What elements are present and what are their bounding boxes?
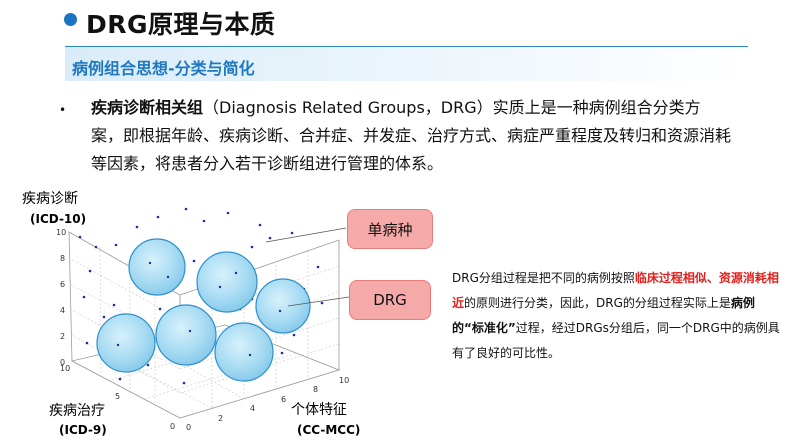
note-highlight: 临床过程相似、资源消耗相近 [452,271,779,310]
data-point [182,381,186,385]
data-point [148,261,152,265]
subtitle-bar [65,47,748,81]
bullet-paragraph: 疾病诊断相关组（Diagnosis Related Groups，DRG）实质上… [91,94,731,178]
data-point [88,269,92,273]
data-point [85,341,89,345]
y-ticks: 0 5 10 [60,364,175,431]
section-subtitle: 病例组合思想-分类与简化 [72,59,255,78]
drg-group-sphere [96,313,156,373]
z-tick: 0 [60,358,65,367]
z-tick: 4 [60,306,65,315]
callout-single-disease: 单病种 [347,209,433,249]
callout-leader-drg [287,296,350,307]
data-point [135,225,139,229]
data-point [316,265,320,269]
drg-group-sphere [214,322,274,382]
note-part1: DRG分组过程是把不同的病例按照 [452,271,635,285]
axis-code-icd10: (ICD-10) [30,212,86,226]
data-point [102,315,106,319]
data-point [218,285,222,289]
y-tick: 10 [60,364,70,373]
callout-leader-single [265,227,347,243]
data-point [258,223,262,227]
data-point [94,245,98,249]
drg-3d-figure: 疾病诊断 (ICD-10) 疾病治疗 (ICD-9) 个体特征 (CC-MCC)… [22,191,360,437]
z-tick: 2 [60,332,65,341]
data-point [250,245,254,249]
bullet-icon: • [59,103,67,117]
x-tick: 6 [281,395,286,404]
data-point [320,301,324,305]
bullet-paren: （Diagnosis Related Groups，DRG） [203,98,493,117]
x-tick: 8 [313,385,318,394]
z-ticks: 0 2 4 6 8 10 [56,228,66,367]
note-part3: 过程，经过DRGs分组后，同一个DRG中的病例具有了良好的可比性。 [452,321,780,360]
note-bold: 病例的“标准化” [452,296,755,335]
x-tick: 10 [339,376,349,385]
data-point [202,219,206,223]
data-point [226,211,230,215]
axis-label-ccmcc: 个体特征 [291,402,347,418]
drg-spheres [96,238,311,382]
y-tick: 0 [170,422,175,431]
data-point [118,377,122,381]
data-point [192,259,196,263]
data-point [268,236,272,240]
x-ticks: 0 2 4 6 8 10 [186,376,349,432]
bullet-term: 疾病诊断相关组 [91,98,204,117]
x-tick: 0 [186,423,191,432]
data-point [82,295,86,299]
data-point [278,309,282,313]
drg-group-sphere [155,304,217,366]
data-point [184,207,188,211]
page-title: DRG原理与本质 [86,10,276,39]
y-tick: 5 [115,392,120,401]
x-tick: 2 [218,414,223,423]
data-point [280,351,284,355]
bullet-text: 实质上是一种病例组合分类方案，即根据年龄、疾病诊断、合并症、并发症、治疗方式、病… [91,98,732,173]
data-point [112,303,116,307]
note-part2: 的原则进行分类，因此，DRG的分组过程实际上是 [464,296,731,310]
data-point [146,363,150,367]
data-point [292,333,296,337]
drg-group-sphere [255,278,311,334]
axis-label-icd9: 疾病治疗 [49,403,105,419]
drg-note: DRG分组过程是把不同的病例按照临床过程相似、资源消耗相近的原则进行分类，因此，… [452,266,782,366]
data-point [290,231,294,235]
axis-label-icd10: 疾病诊断 [22,191,78,207]
data-point [156,215,160,219]
axis-code-icd9: (ICD-9) [59,423,107,437]
z-tick: 10 [56,228,66,237]
callout-drg: DRG [349,280,431,320]
sphere-points [116,261,282,357]
data-point [166,275,170,279]
data-point [248,353,252,357]
data-point [78,235,82,239]
title-rule [65,46,748,47]
data-point [158,307,162,311]
axis-code-ccmcc: (CC-MCC) [297,423,360,437]
drg-group-sphere [196,251,258,313]
x-tick: 4 [250,404,255,413]
z-tick: 6 [60,280,65,289]
title-bullet-icon [64,13,77,26]
data-point [234,271,238,275]
data-point [116,343,120,347]
drg-group-sphere [128,238,186,296]
data-point [188,329,192,333]
z-tick: 8 [60,254,65,263]
data-point [114,243,118,247]
